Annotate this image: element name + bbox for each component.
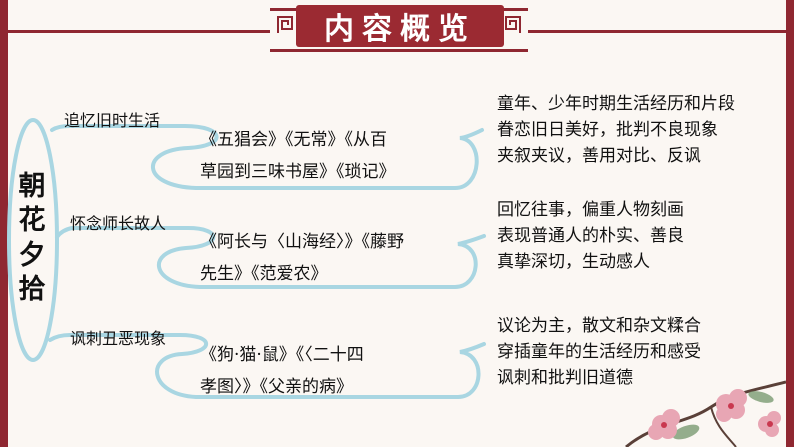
branch-1-notes: 童年、少年时期生活经历和片段 眷恋旧日美好，批判不良现象 夹叙夹议，善用对比、反… <box>497 91 735 169</box>
central-topic-char: 拾 <box>18 273 46 305</box>
note-line: 回忆往事，偏重人物刻画 <box>497 200 684 220</box>
title-plaque: 内容概览 <box>296 5 504 47</box>
branch-2-label: 怀念师长故人 <box>70 214 167 233</box>
works-line: 《阿长与〈山海经〉》《藤野 <box>200 232 404 252</box>
branch-1-label: 追忆旧时生活 <box>64 111 161 130</box>
central-topic-char: 花 <box>18 205 46 237</box>
branch-3-label: 讽刺丑恶现象 <box>70 329 167 348</box>
central-topic: 朝 花 夕 拾 <box>12 170 52 307</box>
plum-blossom-icon <box>625 380 786 447</box>
note-line: 童年、少年时期生活经历和片段 <box>497 94 735 114</box>
fret-ornament-right-icon <box>505 16 521 33</box>
works-line: 孝图〉》《父亲的病》 <box>200 377 353 397</box>
branch-1-works: 《五猖会》《无常》《从百 草园到三味书屋》《琐记》 <box>200 124 396 188</box>
note-line: 眷恋旧日美好，批判不良现象 <box>497 120 718 140</box>
note-line: 真挚深切，生动感人 <box>497 252 650 272</box>
note-line: 表现普通人的朴实、善良 <box>497 226 684 246</box>
works-line: 《五猖会》《无常》《从百 <box>200 130 387 150</box>
central-topic-char: 夕 <box>18 239 46 271</box>
central-topic-char: 朝 <box>18 171 46 202</box>
page-title: 内容概览 <box>324 12 476 47</box>
note-line: 穿插童年的生活经历和感受 <box>497 342 701 362</box>
works-line: 草园到三味书屋》《琐记》 <box>200 162 396 182</box>
branch-1-connector <box>50 124 484 190</box>
works-line: 《狗·猫·鼠》《〈二十四 <box>200 345 364 365</box>
works-line: 先生》《范爱农》 <box>200 264 328 284</box>
branch-3-works: 《狗·猫·鼠》《〈二十四 孝图〉》《父亲的病》 <box>200 339 364 403</box>
branch-3-connector <box>48 333 486 399</box>
branch-3-notes: 议论为主，散文和杂文糅合 穿插童年的生活经历和感受 讽刺和批判旧道德 <box>497 313 701 391</box>
note-line: 议论为主，散文和杂文糅合 <box>497 316 701 336</box>
left-frame-border <box>0 0 8 447</box>
branch-2-notes: 回忆往事，偏重人物刻画 表现普通人的朴实、善良 真挚深切，生动感人 <box>497 197 684 275</box>
note-line: 讽刺和批判旧道德 <box>497 368 633 388</box>
fret-ornament-left-icon <box>277 16 293 33</box>
note-line: 夹叙夹议，善用对比、反讽 <box>497 146 701 166</box>
branch-2-works: 《阿长与〈山海经〉》《藤野 先生》《范爱农》 <box>200 226 404 290</box>
central-ellipse <box>7 118 59 362</box>
branch-2-connector <box>55 226 486 289</box>
right-frame-border <box>786 0 794 447</box>
